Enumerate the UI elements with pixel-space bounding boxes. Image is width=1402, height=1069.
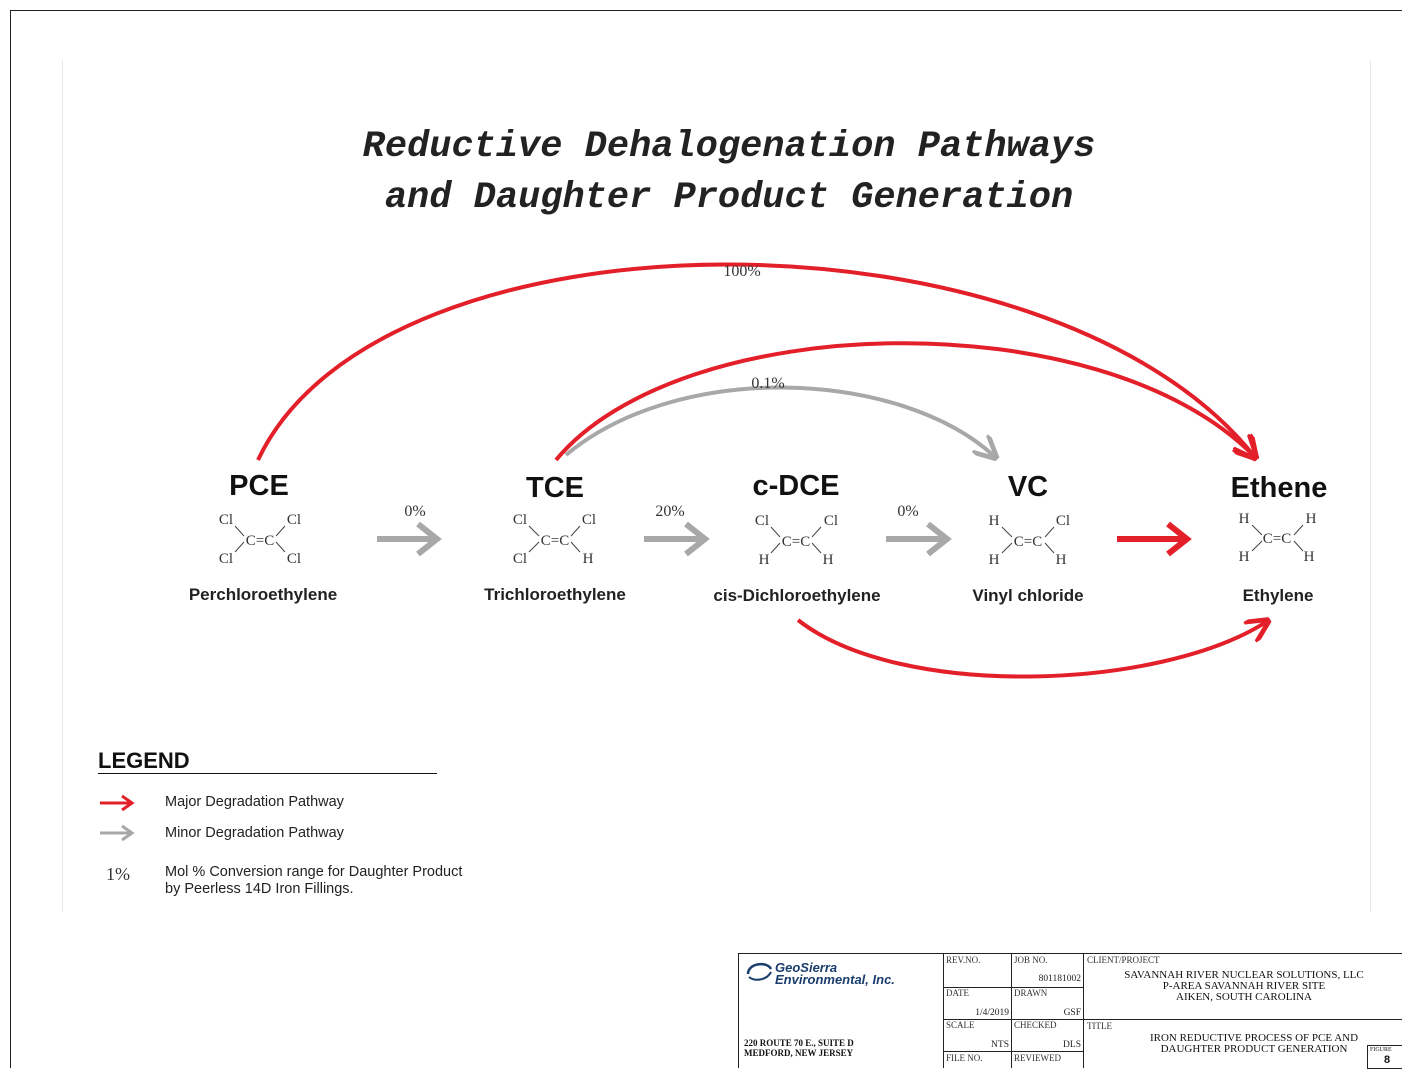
svg-text:H: H bbox=[989, 552, 1000, 568]
compound-name: Vinyl chloride bbox=[972, 586, 1083, 605]
svg-text:Cl: Cl bbox=[582, 512, 596, 528]
figure-box: FIGURE 8 bbox=[1367, 1045, 1402, 1069]
compound-name: Perchloroethylene bbox=[189, 585, 337, 604]
compound-ethene: Ethene H H C=C H H Ethylene bbox=[1231, 472, 1328, 605]
compound-abbr: Ethene bbox=[1231, 472, 1328, 504]
diagram-title-line2: and Daughter Product Generation bbox=[384, 177, 1074, 219]
svg-text:C=C: C=C bbox=[246, 533, 274, 549]
pathway-tce-to-cdce bbox=[644, 521, 710, 557]
client-project: SAVANNAH RIVER NUCLEAR SOLUTIONS, LLC P-… bbox=[1124, 969, 1364, 1003]
scale-label: SCALE bbox=[946, 1020, 975, 1030]
title-block: GeoSierra Environmental, Inc. 220 ROUTE … bbox=[738, 953, 1402, 1069]
compound-abbr: TCE bbox=[526, 472, 584, 504]
label-tce-vc: 0.1% bbox=[751, 375, 784, 392]
label-pce-ethene: 100% bbox=[723, 263, 760, 280]
label-tce-cdce: 20% bbox=[655, 503, 684, 520]
svg-text:H: H bbox=[583, 551, 594, 567]
svg-text:C=C: C=C bbox=[541, 533, 569, 549]
svg-text:H: H bbox=[1239, 511, 1250, 527]
svg-text:H: H bbox=[823, 552, 834, 568]
legend-percent-symbol: 1% bbox=[106, 864, 130, 884]
svg-text:C=C: C=C bbox=[1263, 531, 1291, 547]
compound-abbr: PCE bbox=[229, 470, 289, 502]
checked-value: DLS bbox=[1063, 1040, 1081, 1050]
scale-value: NTS bbox=[991, 1040, 1009, 1050]
compound-name: Ethylene bbox=[1243, 586, 1314, 605]
svg-text:Cl: Cl bbox=[219, 551, 233, 567]
sheet-border-left bbox=[62, 60, 63, 912]
svg-text:Cl: Cl bbox=[1056, 513, 1070, 529]
legend-percent-label-line1: Mol % Conversion range for Daughter Prod… bbox=[165, 864, 463, 880]
compound-pce: PCE Cl Cl C=C Cl Cl Perchloroethylene bbox=[189, 470, 337, 604]
legend-minor-arrow-icon bbox=[100, 824, 135, 842]
legend-major-label: Major Degradation Pathway bbox=[165, 794, 344, 810]
company-logo-icon bbox=[746, 962, 773, 981]
reviewed-label: REVIEWED bbox=[1014, 1053, 1061, 1063]
svg-text:H: H bbox=[1239, 549, 1250, 565]
svg-text:Cl: Cl bbox=[824, 513, 838, 529]
pathway-pce-to-ethene bbox=[256, 262, 1254, 460]
pathway-pce-to-tce bbox=[377, 521, 442, 557]
compound-cdce: c-DCE Cl Cl C=C H H cis-Dichloroethylene bbox=[713, 470, 880, 605]
figure-label: FIGURE bbox=[1370, 1047, 1392, 1053]
svg-text:Cl: Cl bbox=[287, 551, 301, 567]
legend-underline bbox=[98, 773, 437, 774]
svg-text:H: H bbox=[989, 513, 1000, 529]
pathway-diagram: 100% 0.1% 0% 20% 0% PCE Cl Cl C=C Cl Cl … bbox=[100, 262, 1328, 842]
svg-text:H: H bbox=[1306, 511, 1317, 527]
legend-percent-label-line2: by Peerless 14D Iron Fillings. bbox=[165, 881, 354, 897]
compound-abbr: VC bbox=[1008, 471, 1048, 503]
sheet-border-right bbox=[1370, 60, 1371, 912]
compound-name: cis-Dichloroethylene bbox=[713, 586, 880, 605]
compound-name: Trichloroethylene bbox=[484, 585, 626, 604]
date-label: DATE bbox=[946, 988, 969, 998]
svg-text:Cl: Cl bbox=[513, 512, 527, 528]
svg-text:C=C: C=C bbox=[1014, 534, 1042, 550]
svg-text:H: H bbox=[1304, 549, 1315, 565]
compound-abbr: c-DCE bbox=[752, 470, 839, 502]
svg-text:Cl: Cl bbox=[287, 512, 301, 528]
legend-title: LEGEND bbox=[98, 748, 190, 773]
company-address: 220 ROUTE 70 E., SUITE D MEDFORD, NEW JE… bbox=[744, 1038, 854, 1058]
compound-vc: VC H Cl C=C H H Vinyl chloride bbox=[972, 471, 1083, 605]
job-no-label: JOB NO. bbox=[1014, 955, 1048, 965]
diagram-title-line1: Reductive Dehalogenation Pathways bbox=[362, 126, 1096, 168]
pathway-tce-to-vc bbox=[564, 385, 994, 456]
svg-text:H: H bbox=[759, 552, 770, 568]
label-pce-tce: 0% bbox=[404, 503, 425, 520]
svg-text:H: H bbox=[1056, 552, 1067, 568]
title-label: TITLE bbox=[1087, 1021, 1112, 1031]
drawn-label: DRAWN bbox=[1014, 988, 1048, 998]
pathway-vc-to-ethene bbox=[1117, 521, 1192, 557]
date-value: 1/4/2019 bbox=[975, 1008, 1009, 1018]
drawing-frame bbox=[10, 10, 1402, 1068]
drawing-title: IRON REDUCTIVE PROCESS OF PCE AND DAUGHT… bbox=[1149, 1032, 1359, 1055]
svg-text:Cl: Cl bbox=[755, 513, 769, 529]
figure-number: 8 bbox=[1384, 1054, 1391, 1066]
rev-no-label: REV.NO. bbox=[946, 955, 981, 965]
job-no-value: 801181002 bbox=[1038, 974, 1081, 984]
client-label: CLIENT/PROJECT bbox=[1087, 955, 1160, 965]
compound-tce: TCE Cl Cl C=C Cl H Trichloroethylene bbox=[484, 472, 626, 604]
svg-text:C=C: C=C bbox=[782, 534, 810, 550]
pathway-cdce-to-vc bbox=[886, 521, 952, 557]
label-cdce-vc: 0% bbox=[897, 503, 918, 520]
file-no-label: FILE NO. bbox=[946, 1053, 983, 1063]
company-name: GeoSierra Environmental, Inc. bbox=[775, 960, 895, 987]
pathway-cdce-to-ethene bbox=[796, 620, 1266, 679]
legend-major-arrow-icon bbox=[100, 794, 135, 812]
drawn-value: GSF bbox=[1063, 1008, 1081, 1018]
svg-text:Cl: Cl bbox=[219, 512, 233, 528]
svg-text:Cl: Cl bbox=[513, 551, 527, 567]
pathway-tce-to-ethene bbox=[554, 341, 1254, 460]
checked-label: CHECKED bbox=[1014, 1020, 1057, 1030]
legend-minor-label: Minor Degradation Pathway bbox=[165, 825, 344, 841]
